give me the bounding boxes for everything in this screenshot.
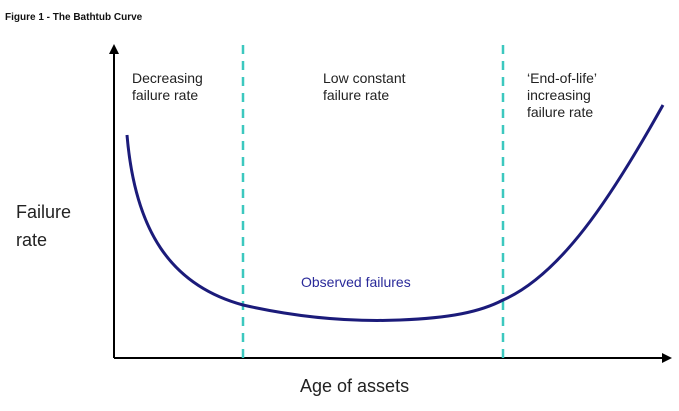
y-axis-label-line: Failure [16, 202, 72, 222]
bathtub-curve [125, 104, 665, 322]
figure-title: Figure 1 - The Bathtub Curve [5, 12, 143, 23]
region-label-early: Decreasing failure rate [132, 70, 203, 104]
region-label-line: ‘End-of-life’ [527, 70, 598, 86]
curve-label: Observed failures [301, 274, 411, 290]
y-axis-label: Failure rate [16, 198, 71, 254]
region-label-line: failure rate [323, 87, 390, 103]
region-label-line: failure rate [527, 104, 594, 120]
y-axis-label-line: rate [16, 230, 48, 250]
x-axis-label: Age of assets [300, 376, 410, 396]
region-label-late: ‘End-of-life’ increasing failure rate [527, 70, 597, 121]
region-label-line: failure rate [132, 87, 199, 103]
region-label-line: Low constant [323, 70, 406, 86]
region-label-middle: Low constant failure rate [323, 70, 406, 104]
region-label-line: increasing [527, 87, 591, 103]
region-label-line: Decreasing [132, 70, 203, 86]
